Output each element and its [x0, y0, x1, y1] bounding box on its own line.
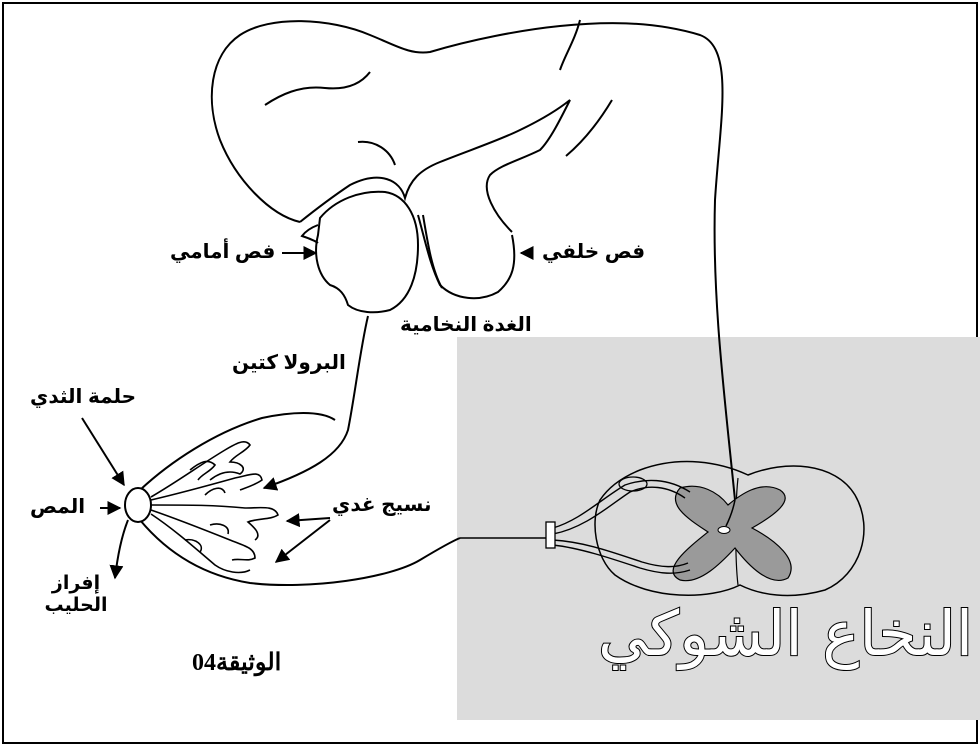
prolactin-label: البرولا كتين [232, 352, 346, 375]
glandular-tissue-label: نسيج غدي [332, 494, 432, 517]
milk-secretion-label: إفراز الحليب [36, 573, 116, 617]
suckling-label: المص [30, 496, 85, 519]
pituitary-gland-label: الغدة النخامية [400, 314, 532, 337]
milk-secretion-line2: الحليب [36, 595, 116, 617]
milk-secretion-line1: إفراز [36, 573, 116, 595]
nipple-shape [125, 488, 151, 522]
central-canal [718, 527, 730, 534]
anterior-lobe-label: فص أمامي [170, 241, 275, 264]
posterior-lobe-label: فص خلفي [542, 241, 645, 264]
nipple-label: حلمة الثدي [30, 386, 136, 409]
spinal-nerve-end [546, 522, 555, 548]
document-caption: الوثيقة04 [192, 650, 281, 678]
spinal-cord-label: النخاع الشوكي [598, 598, 973, 669]
